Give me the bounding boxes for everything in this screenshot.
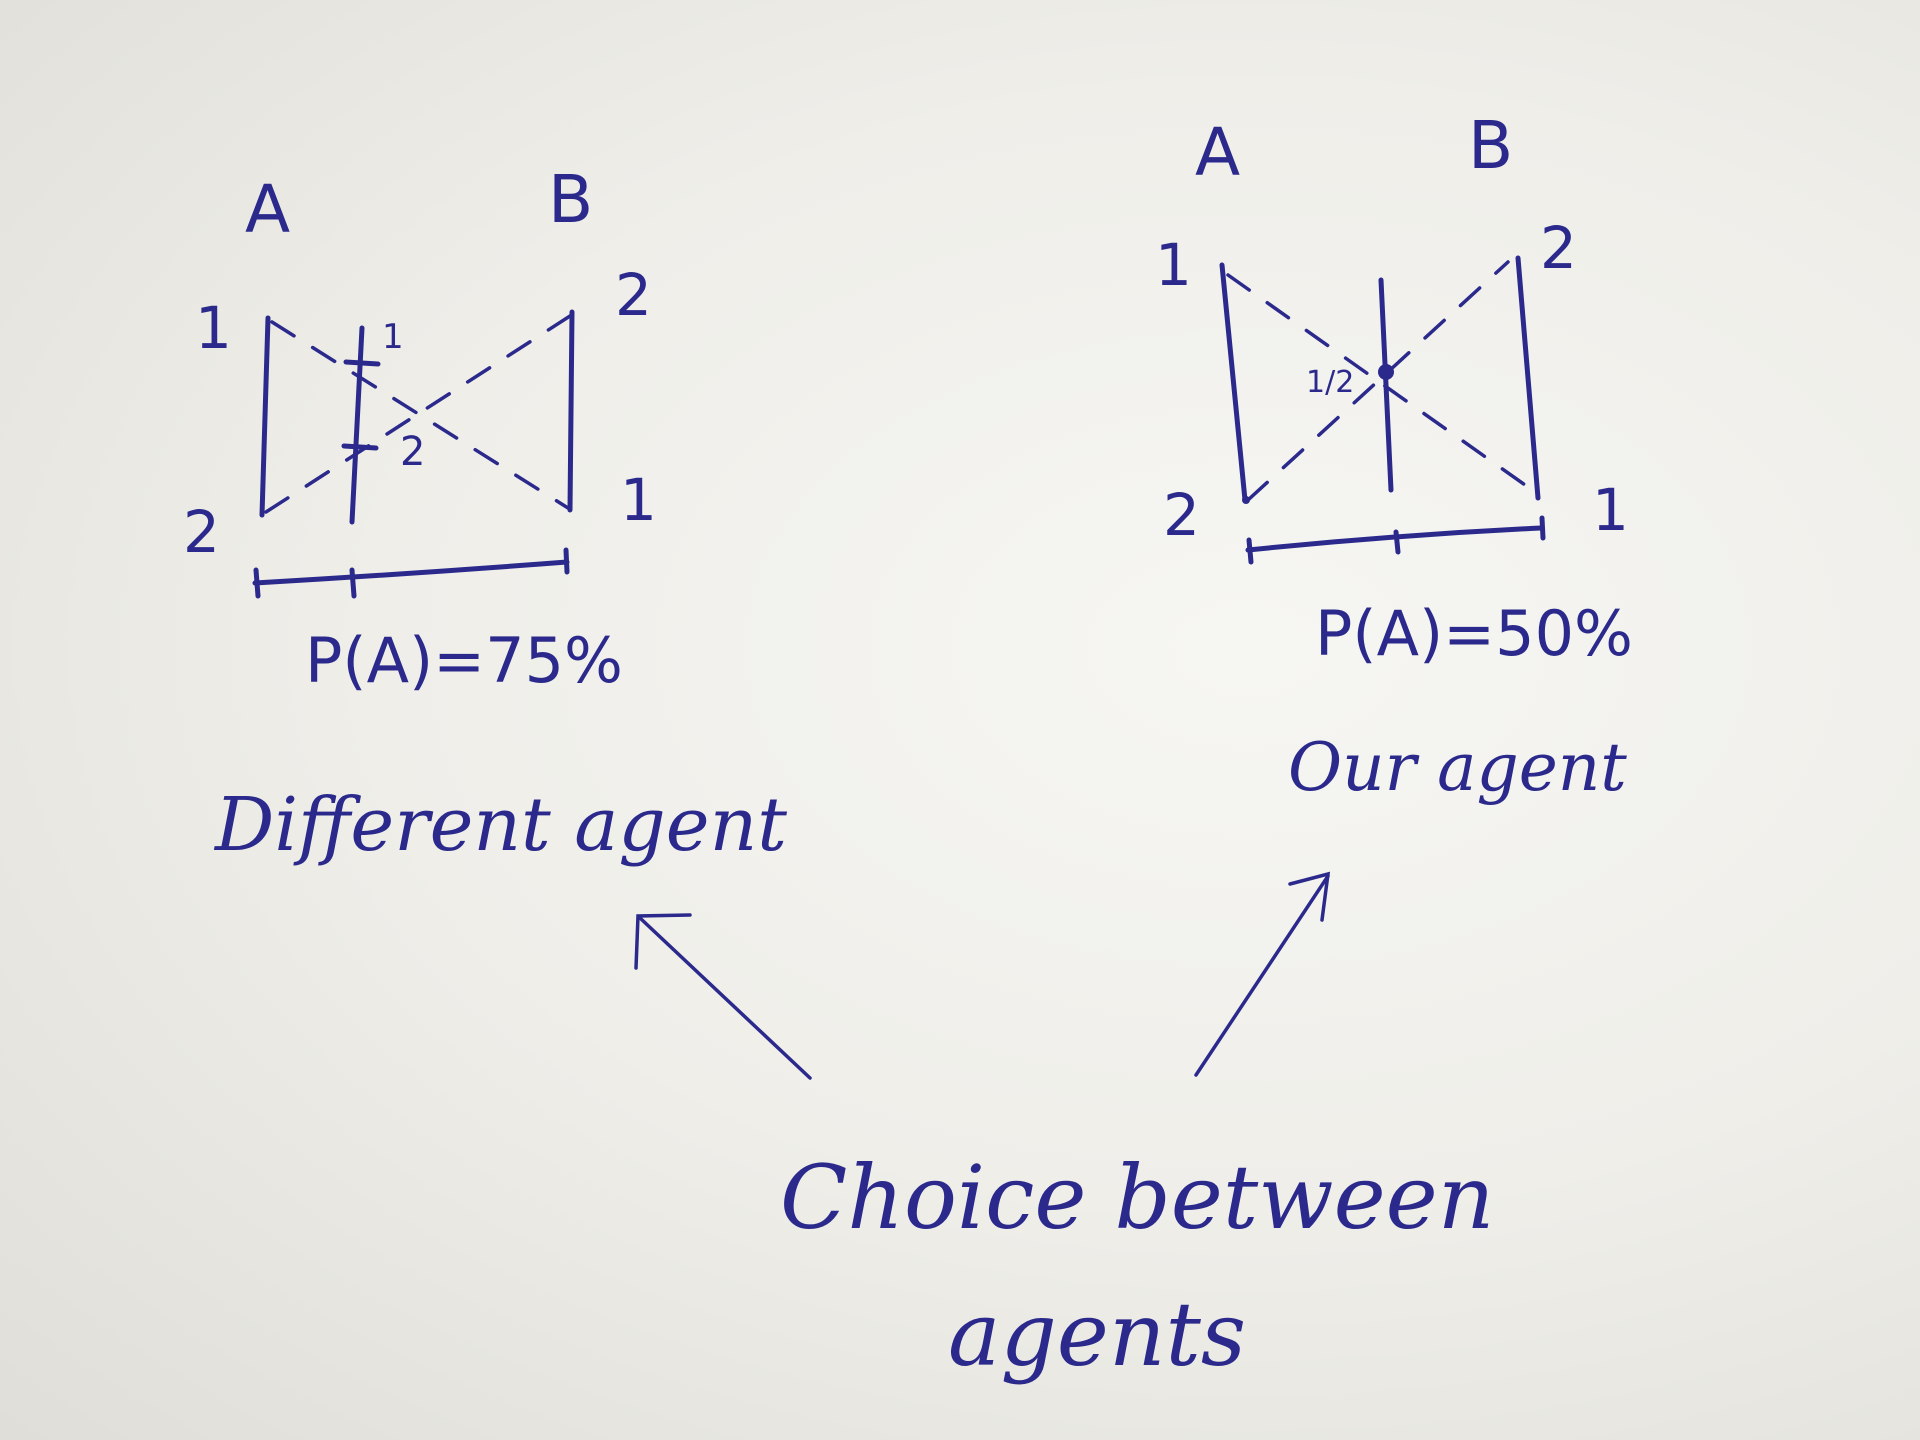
right-baseline-start-tick	[1246, 537, 1254, 565]
right-baseline-end-tick	[1539, 515, 1546, 541]
right-dashed-line-down	[1226, 273, 1537, 494]
left-mark-upper-tick	[343, 359, 381, 367]
left-mark-upper-value: 1	[382, 317, 404, 357]
left-axis-a	[259, 315, 271, 518]
left-probability: P(A)=75%	[305, 624, 623, 697]
right-corner-dot	[1242, 496, 1250, 504]
arrow-to-right-diagram	[1194, 874, 1330, 1077]
right-intersection-point	[1378, 364, 1394, 380]
left-a-top-value: 1	[195, 294, 232, 362]
left-mixture-line	[349, 325, 365, 525]
bottom-caption-line1: Choice between	[780, 1146, 1494, 1249]
arrows	[634, 871, 1331, 1080]
right-caption: Our agent	[1288, 729, 1627, 806]
left-axis-b	[567, 309, 575, 513]
left-diagram: A B 1 2 2 1 1 2 P(A)=75% Different agent	[183, 161, 787, 868]
right-mark-center-value: 1/2	[1306, 365, 1354, 400]
left-baseline-mid-tick	[349, 567, 357, 599]
left-a-bottom-value: 2	[183, 498, 220, 566]
left-mark-lower-value: 2	[400, 429, 425, 475]
left-baseline	[252, 559, 570, 586]
right-axis-b	[1515, 255, 1541, 501]
right-b-bottom-value: 1	[1592, 476, 1629, 544]
right-label-b: B	[1468, 107, 1513, 184]
right-axis-a	[1219, 262, 1248, 503]
left-baseline-end-tick	[563, 547, 570, 575]
bottom-caption-line2: agents	[948, 1283, 1246, 1386]
right-a-bottom-value: 2	[1163, 481, 1200, 549]
right-label-a: A	[1195, 114, 1240, 191]
arrow-right-head-icon	[1288, 871, 1331, 922]
arrow-left-head-icon	[634, 913, 692, 970]
left-dashed-line-up	[264, 314, 572, 514]
bottom-caption: Choice between agents	[780, 1146, 1494, 1386]
left-mark-lower-tick	[341, 443, 379, 451]
right-dashed-line-up	[1246, 260, 1510, 502]
left-caption: Different agent	[213, 782, 787, 868]
left-b-bottom-value: 1	[620, 466, 657, 534]
right-diagram: A B 1 2 2 1 1/2 P(A)=50% Our agent	[1155, 107, 1633, 806]
arrow-to-left-diagram	[638, 916, 812, 1080]
right-a-top-value: 1	[1155, 231, 1192, 299]
left-dashed-line-down	[270, 320, 570, 510]
left-baseline-start-tick	[253, 567, 261, 599]
right-probability: P(A)=50%	[1315, 597, 1633, 670]
right-b-top-value: 2	[1540, 214, 1577, 282]
left-b-top-value: 2	[615, 261, 652, 329]
left-label-b: B	[548, 161, 593, 238]
left-label-a: A	[245, 171, 290, 248]
right-baseline-mid-tick	[1393, 529, 1401, 555]
